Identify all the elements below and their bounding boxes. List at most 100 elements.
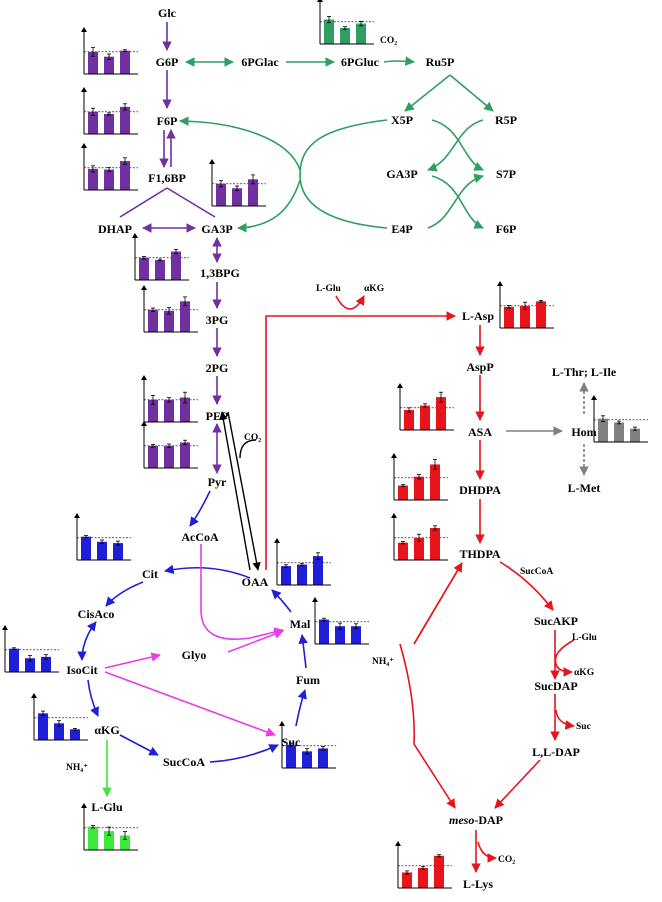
bar — [139, 257, 149, 280]
bar — [88, 111, 98, 134]
label-e4p: E4P — [391, 222, 412, 236]
label-co2-pep: CO₂ — [244, 433, 261, 443]
y-axis-arrow — [317, 0, 323, 2]
bar — [155, 260, 165, 280]
cofactor-labels: CO₂ CO₂ CO₂ L-Glu αKG SucCoA L-Glu αKG S… — [66, 36, 598, 865]
bar — [88, 51, 98, 74]
label-cit: Cit — [142, 567, 158, 581]
bar — [430, 464, 440, 500]
bar-chart-3pg — [141, 285, 198, 333]
y-axis-arrow — [141, 285, 147, 290]
label-succoa: SucCoA — [163, 755, 205, 769]
bar-chart-oaa — [274, 538, 331, 586]
bar — [164, 399, 174, 422]
bar-chart-ga3p — [209, 159, 266, 207]
bar — [88, 168, 98, 190]
bar-chart-dhdpa — [391, 453, 448, 501]
tca-arrows — [77, 490, 308, 763]
label-mesodap-italic: meso — [449, 813, 474, 827]
arrow-x5p-f6p-big — [299, 119, 388, 229]
bar-chart-pep — [141, 375, 198, 423]
bar — [281, 566, 291, 585]
bar — [434, 855, 444, 888]
bar — [351, 626, 361, 644]
arrow-isocit-akg — [87, 679, 99, 717]
arrow-x5p-s7p — [431, 119, 484, 171]
metabolite-labels: Glc G6P F6P F1,6BP DHAP GA3P 1,3BPG 3PG … — [66, 6, 617, 891]
label-lglu: L-Glu — [91, 800, 123, 814]
y-axis-arrow — [209, 159, 215, 164]
bar — [104, 56, 114, 74]
label-mal: Mal — [290, 617, 311, 631]
label-2pg: 2PG — [206, 361, 229, 375]
anaplerotic-arrows — [219, 411, 261, 571]
bar — [88, 826, 98, 850]
bar — [398, 485, 408, 500]
y-axis-arrow — [279, 721, 285, 726]
y-axis-arrow — [391, 513, 397, 518]
y-axis-arrow — [397, 383, 403, 388]
arrow-to-f6p-glyc — [179, 116, 301, 171]
label-s7p: S7P — [496, 167, 516, 181]
y-axis-arrow — [141, 421, 147, 426]
bar-chart-akg — [31, 693, 88, 741]
arrow-co2-pep — [239, 439, 257, 459]
label-glyo: Glyo — [182, 648, 207, 662]
bar — [54, 723, 64, 740]
bar — [286, 744, 296, 768]
bar — [630, 428, 640, 442]
y-axis-arrow — [395, 841, 401, 846]
bar-chart-6pgluc — [317, 0, 374, 45]
bar — [164, 310, 174, 332]
bar — [232, 188, 242, 206]
arrow-pyr-acoa — [189, 490, 211, 527]
label-6pgluc: 6PGluc — [341, 55, 380, 69]
y-axis-arrow — [132, 233, 138, 238]
bar — [120, 161, 130, 190]
bar — [41, 656, 51, 672]
bar — [171, 251, 181, 280]
arrow-to-ga3p-glyc — [237, 179, 301, 233]
y-axis-arrow — [81, 87, 87, 92]
y-axis-arrow — [312, 597, 318, 602]
arrow-thdpa-sucakp — [499, 561, 554, 611]
bar-chart-f16bp — [81, 143, 138, 191]
bar — [70, 729, 80, 740]
bar — [104, 169, 114, 190]
bar — [120, 106, 130, 134]
arrow-akg-succoa — [119, 734, 159, 756]
arrow-fum-mal — [298, 634, 308, 669]
bar — [614, 422, 624, 442]
arrow-f16bp-dhap — [119, 187, 168, 218]
y-axis-arrow — [81, 27, 87, 32]
label-f6p-ppp: F6P — [496, 222, 517, 236]
bar — [402, 872, 412, 888]
bar-chart-isocit — [2, 625, 59, 673]
bar — [436, 397, 446, 430]
bar — [319, 619, 329, 644]
label-glc: Glc — [158, 6, 177, 20]
label-nh4-tca: NH₄⁺ — [66, 763, 88, 773]
label-lldap: L,L-DAP — [532, 745, 580, 759]
y-axis-arrow — [497, 281, 503, 286]
label-ga3p: GA3P — [201, 222, 232, 236]
y-axis-arrow — [2, 625, 8, 630]
ppp-arrows — [179, 56, 494, 233]
arrow-ru5p-r5p — [449, 74, 494, 112]
label-sucdap: SucDAP — [534, 679, 577, 693]
bar — [335, 626, 345, 644]
label-lglu-asp: L-Glu — [316, 284, 342, 294]
bar-chart-hom — [591, 395, 648, 443]
arrow-ga3p-e4p — [431, 175, 484, 229]
arrow-lldap-mesodap — [494, 759, 541, 809]
bar-chart-g6p — [81, 27, 138, 75]
bar-chart-acoa — [74, 513, 131, 561]
arrow-cit-cisaco — [105, 581, 144, 607]
bar — [404, 410, 414, 430]
bar — [180, 301, 190, 332]
bar — [113, 543, 123, 560]
arrow-6pgluc-ru5p — [383, 56, 415, 66]
bar — [9, 648, 19, 672]
bar — [302, 751, 312, 768]
